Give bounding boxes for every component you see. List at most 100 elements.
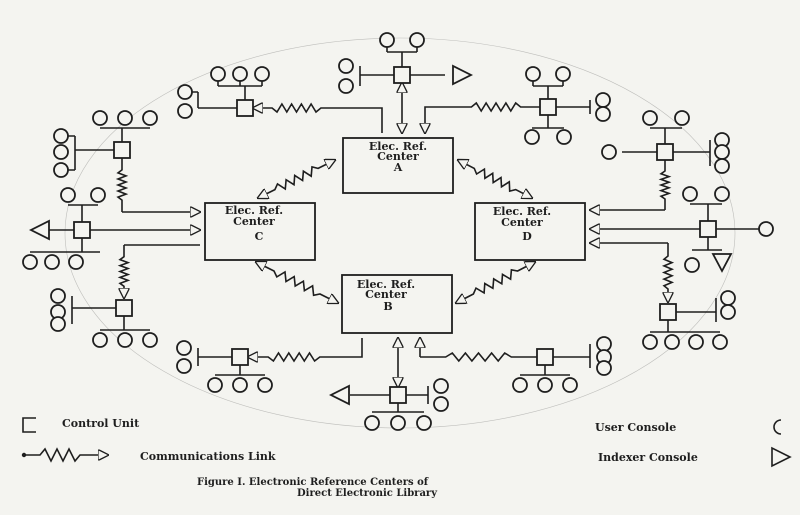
wire bbox=[650, 127, 682, 144]
center-c-letter: C bbox=[255, 230, 264, 243]
user-console bbox=[688, 334, 704, 350]
user-console bbox=[117, 110, 133, 126]
control-unit-upper-right bbox=[539, 98, 557, 116]
control-unit-left-bottom bbox=[115, 299, 133, 317]
center-a-letter: A bbox=[393, 161, 403, 174]
user-console bbox=[642, 110, 658, 126]
center-b-line2: Center bbox=[365, 288, 407, 301]
indexer-console bbox=[28, 219, 50, 241]
user-console bbox=[416, 415, 432, 431]
user-console bbox=[68, 254, 84, 270]
link-upper-right bbox=[452, 101, 540, 113]
legend-indexer-console-icon bbox=[771, 446, 792, 468]
wire bbox=[359, 66, 394, 86]
wire bbox=[340, 107, 383, 133]
user-console bbox=[176, 358, 192, 374]
user-console bbox=[537, 377, 553, 393]
control-unit-right-bottom bbox=[659, 303, 677, 321]
wire bbox=[532, 115, 564, 129]
user-console bbox=[758, 221, 774, 237]
user-console bbox=[50, 316, 66, 332]
center-d: Elec. Ref. Center D bbox=[474, 202, 586, 261]
center-d-line1: Elec. Ref. bbox=[493, 205, 551, 218]
link-c-b bbox=[256, 262, 338, 303]
center-b-box bbox=[341, 274, 453, 334]
links-layer bbox=[64, 37, 736, 429]
user-console bbox=[257, 377, 273, 393]
wire bbox=[68, 204, 98, 222]
control-unit-lower-left bbox=[231, 348, 249, 366]
user-console bbox=[210, 66, 226, 82]
user-console bbox=[712, 334, 728, 350]
indexer-console bbox=[452, 64, 474, 86]
link-a-c bbox=[258, 160, 335, 198]
wire bbox=[553, 344, 591, 368]
user-console bbox=[595, 106, 611, 122]
link-upper-right-end bbox=[425, 106, 452, 133]
wire bbox=[673, 140, 711, 166]
center-c-line2: Center bbox=[233, 215, 275, 228]
user-console bbox=[555, 66, 571, 82]
legend-communications-link-icon bbox=[21, 447, 108, 463]
center-a-box bbox=[342, 137, 454, 194]
user-console bbox=[177, 103, 193, 119]
outer-ring-outline bbox=[64, 37, 736, 429]
center-d-box bbox=[474, 202, 586, 261]
wire bbox=[520, 365, 570, 376]
user-console bbox=[390, 415, 406, 431]
user-console bbox=[22, 254, 38, 270]
control-unit-top bbox=[393, 66, 411, 84]
wire bbox=[30, 238, 100, 253]
center-b: Elec. Ref. Center B bbox=[341, 274, 453, 334]
link-lower-left bbox=[248, 353, 340, 361]
center-a-line1: Elec. Ref. bbox=[369, 140, 427, 153]
center-c: Elec. Ref. Center C bbox=[204, 202, 316, 261]
legend-control-unit-icon bbox=[22, 417, 36, 433]
user-console bbox=[664, 334, 680, 350]
wire bbox=[532, 80, 564, 99]
wire bbox=[690, 203, 722, 221]
wire bbox=[692, 237, 722, 251]
link-d-b bbox=[456, 262, 535, 303]
user-console bbox=[232, 66, 248, 82]
user-console bbox=[207, 377, 223, 393]
link-right-bottom bbox=[661, 243, 675, 302]
user-console bbox=[714, 158, 730, 174]
center-a: Elec. Ref. Center A bbox=[342, 137, 454, 194]
user-console bbox=[92, 332, 108, 348]
caption-line2: Direct Electronic Library bbox=[297, 488, 438, 499]
control-unit-left-mid bbox=[73, 221, 91, 239]
control-unit-right-mid bbox=[699, 220, 717, 238]
link-left-top bbox=[115, 158, 129, 212]
user-console bbox=[601, 144, 617, 160]
legend-user-console-icon bbox=[773, 419, 782, 435]
wire bbox=[372, 403, 424, 413]
user-console bbox=[642, 334, 658, 350]
link-upper-left bbox=[253, 104, 340, 112]
user-console bbox=[720, 290, 736, 306]
user-console bbox=[90, 187, 106, 203]
wire bbox=[340, 338, 363, 358]
link-a-d bbox=[458, 160, 532, 198]
user-console bbox=[254, 66, 270, 82]
wire bbox=[406, 386, 429, 404]
wire bbox=[556, 100, 591, 114]
wire bbox=[100, 127, 150, 142]
wire bbox=[650, 320, 720, 333]
user-console bbox=[338, 58, 354, 74]
center-d-line2: Center bbox=[501, 216, 543, 229]
legend-control-unit-label: Control Unit bbox=[62, 417, 140, 430]
wire bbox=[100, 316, 150, 331]
control-unit-bottom bbox=[389, 386, 407, 404]
user-console bbox=[379, 32, 395, 48]
user-console bbox=[232, 377, 248, 393]
user-console bbox=[556, 129, 572, 145]
user-console bbox=[512, 377, 528, 393]
link-lower-right bbox=[420, 351, 537, 363]
center-b-letter: B bbox=[383, 300, 392, 313]
user-console bbox=[562, 377, 578, 393]
user-console bbox=[682, 186, 698, 202]
user-console bbox=[53, 128, 69, 144]
user-console bbox=[714, 144, 730, 160]
